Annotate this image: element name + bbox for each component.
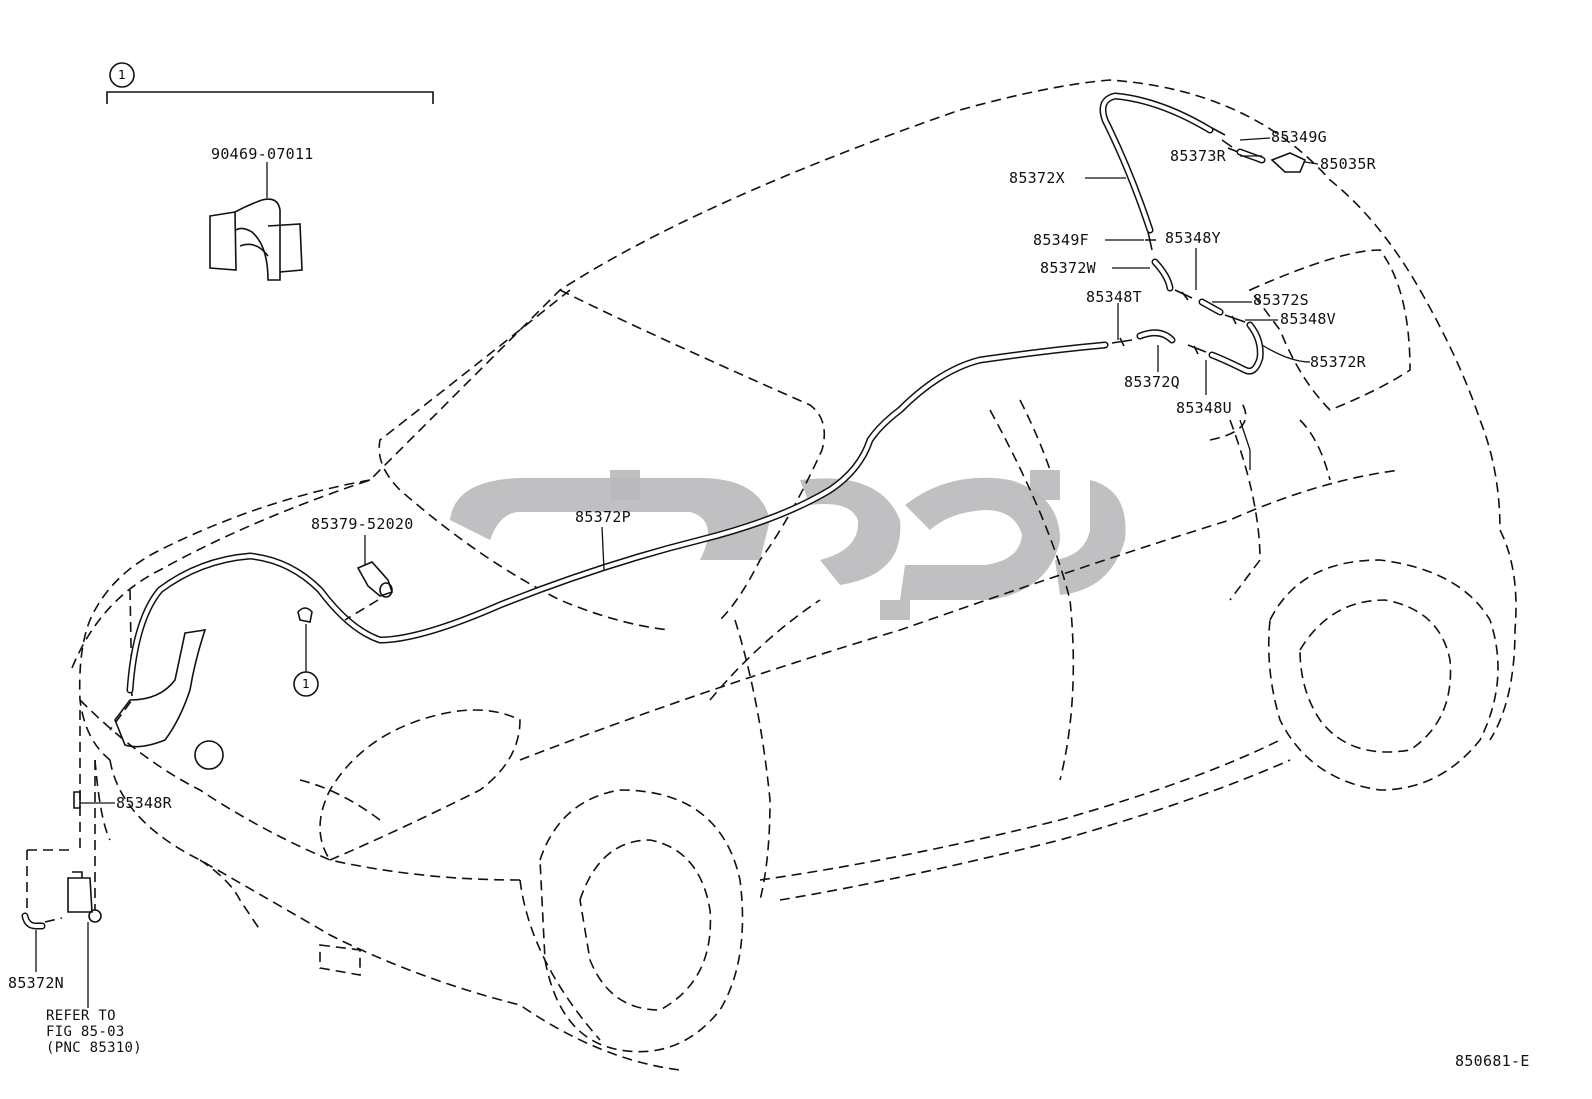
part-label-joint-348t: 85348T — [1086, 288, 1142, 306]
part-label-joint-348v: 85348V — [1280, 310, 1336, 328]
car-body-outline — [71, 79, 1517, 1071]
reference-line-2: FIG 85-03 — [46, 1024, 125, 1040]
part-label-joint-348r: 85348R — [116, 794, 172, 812]
part-label-nozzle: 85379-52020 — [311, 515, 414, 533]
part-label-jet-035r: 85035R — [1320, 155, 1376, 173]
part-label-joint-348y: 85348Y — [1165, 229, 1221, 247]
part-label-hose-372s: 85372S — [1253, 291, 1309, 309]
watermark-logo — [450, 470, 1126, 620]
reference-line-1: REFER TO — [46, 1008, 116, 1024]
callout-number-nozzle: 1 — [302, 677, 310, 691]
part-label-clip: 90469-07011 — [211, 145, 314, 163]
part-label-joint-349f: 85349F — [1033, 231, 1089, 249]
callout-bracket — [106, 62, 434, 198]
part-label-hose-373r: 85373R — [1170, 147, 1226, 165]
clip-part-drawing — [209, 198, 303, 281]
part-label-hose-x: 85372X — [1009, 169, 1065, 187]
figure-code: 850681-E — [1455, 1052, 1530, 1070]
hose-85372P — [126, 341, 1109, 694]
part-label-joint-348u: 85348U — [1176, 399, 1232, 417]
part-label-hose-main: 85372P — [575, 508, 631, 526]
part-label-hose-372q: 85372Q — [1124, 373, 1180, 391]
reference-line-3: (PNC 85310) — [46, 1040, 143, 1056]
part-label-hose-372n: 85372N — [8, 974, 64, 992]
pump-part-drawing — [21, 791, 102, 930]
part-label-hose-372r: 85372R — [1310, 353, 1366, 371]
rear-hose-assembly — [1099, 92, 1307, 375]
washer-tank-drawing — [26, 629, 224, 910]
part-label-joint-349g: 85349G — [1271, 128, 1327, 146]
part-label-hose-372w: 85372W — [1040, 259, 1096, 277]
callout-number-top: 1 — [118, 68, 126, 82]
leader-lines — [35, 137, 1319, 1008]
